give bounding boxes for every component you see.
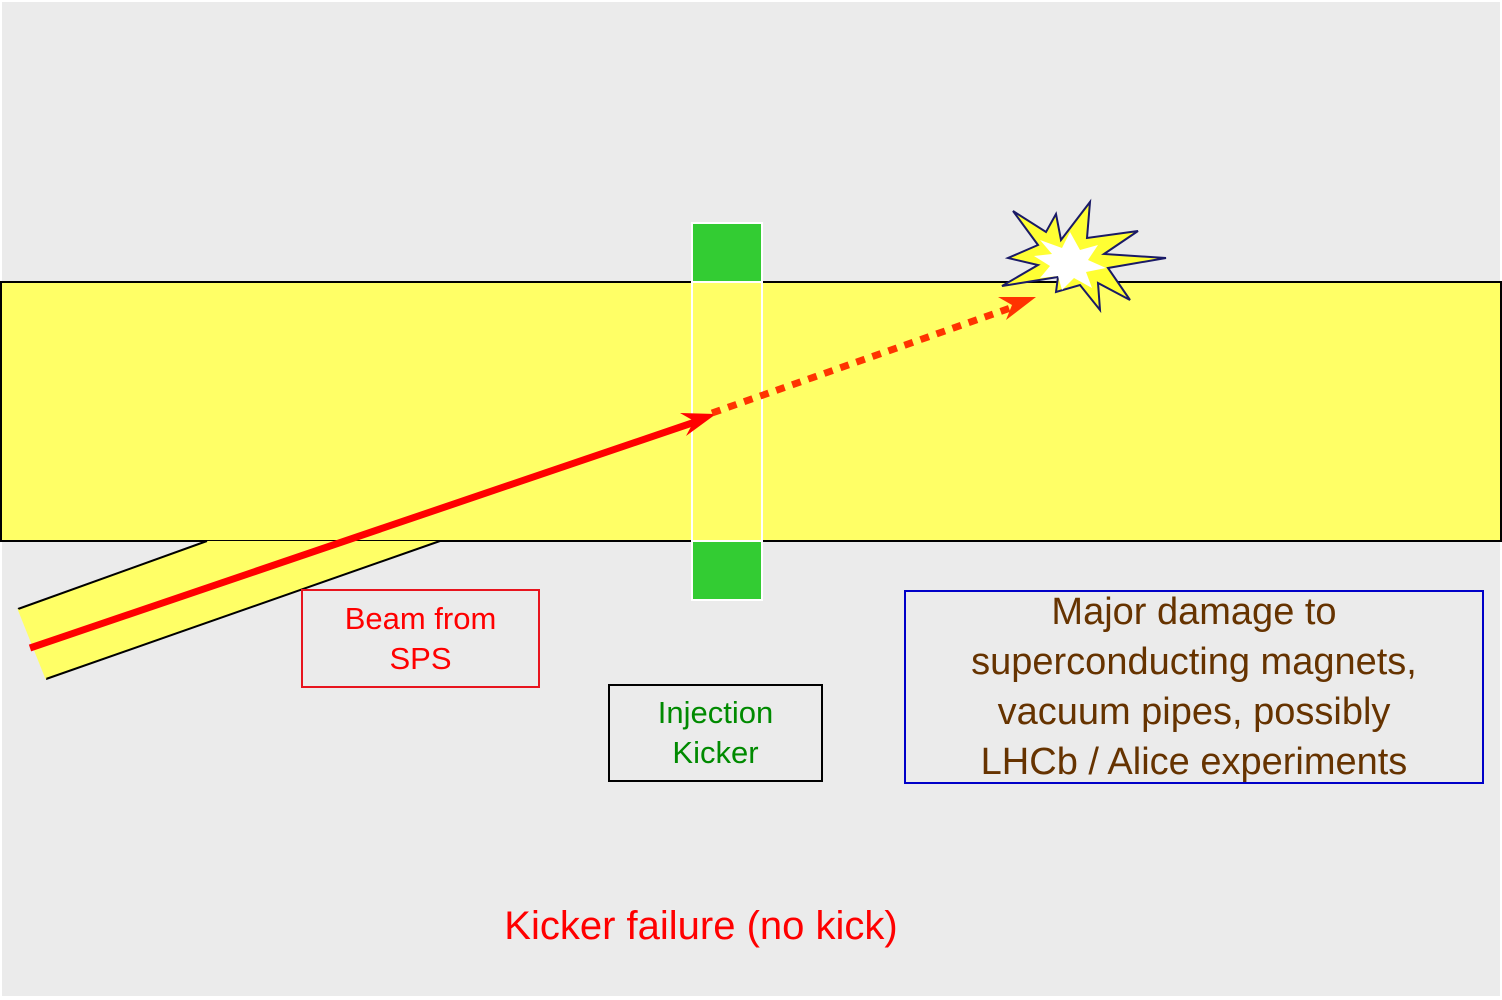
damage-description-label: Major damage to superconducting magnets,… (904, 590, 1484, 784)
kicker-label-line-1: Injection (657, 695, 774, 730)
damage-label-line-1: Major damage to (1051, 591, 1337, 633)
damage-label-line-2: superconducting magnets, (971, 641, 1417, 683)
transfer-line (18, 541, 440, 679)
main-beam-pipe (0, 281, 1502, 542)
incoming-beam-arrowhead (680, 413, 716, 436)
beam-label-line-2: SPS (389, 640, 452, 676)
injection-kicker-label: Injection Kicker (608, 684, 823, 782)
undeflected-beam-path (710, 302, 1018, 417)
explosion-burst-icon (1001, 198, 1167, 314)
transfer-line-edge-upper (17, 540, 208, 610)
kicker-magnet-bottom (691, 540, 763, 601)
damage-label-line-4: LHCb / Alice experiments (980, 741, 1408, 783)
failure-caption: Kicker failure (no kick) (504, 904, 898, 948)
incoming-beam-arrow (28, 417, 700, 652)
kicker-label-line-2: Kicker (672, 735, 759, 770)
undeflected-beam-arrowhead (998, 297, 1036, 320)
beam-label-line-1: Beam from (344, 600, 497, 636)
kicker-magnet-top (691, 222, 763, 283)
transfer-line-edge-lower (45, 540, 441, 680)
beam-from-sps-label: Beam from SPS (301, 589, 540, 688)
damage-label-line-3: vacuum pipes, possibly (997, 691, 1391, 733)
